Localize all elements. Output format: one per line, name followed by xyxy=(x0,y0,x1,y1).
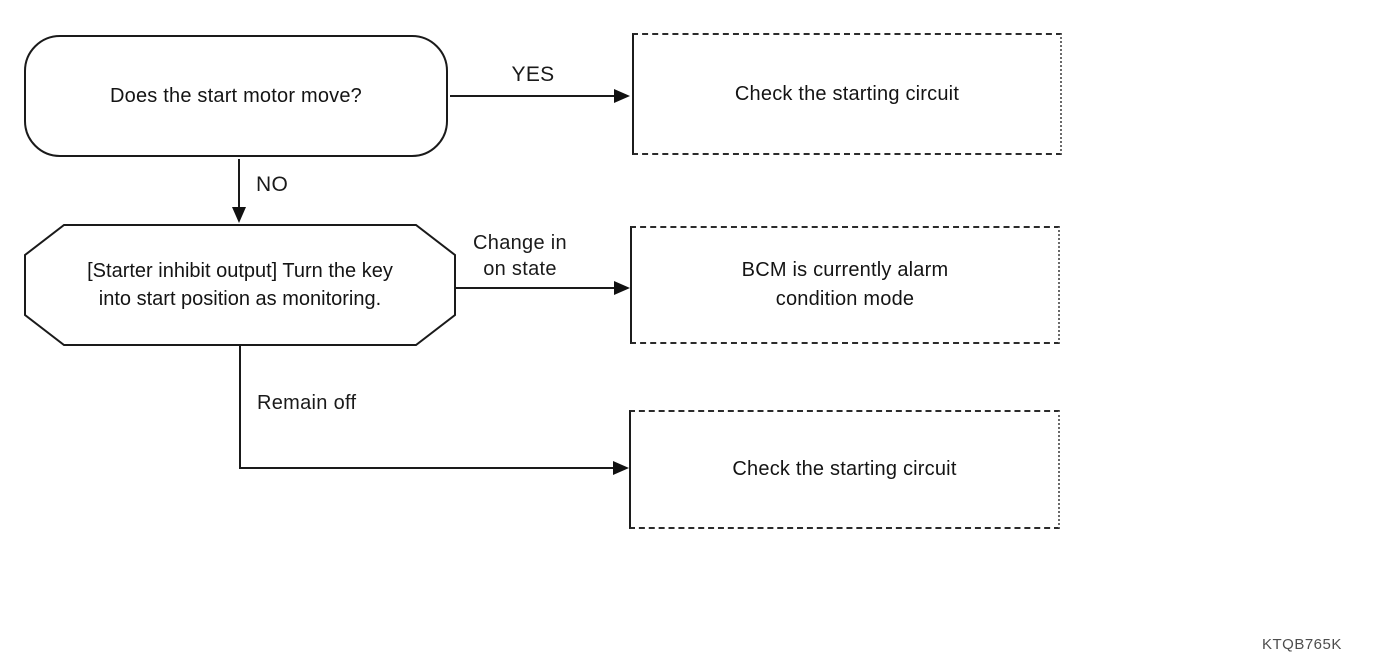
change-arrow-line xyxy=(456,287,616,289)
yes-arrow-line xyxy=(450,95,616,97)
change-edge-line1: Change in xyxy=(473,232,567,254)
remain-arrow-hline xyxy=(239,467,615,469)
monitor-node-text: [Starter inhibit output] Turn the key in… xyxy=(24,224,456,346)
yes-edge-label: YES xyxy=(511,63,555,86)
no-arrowhead-icon xyxy=(232,207,246,223)
remain-edge-label: Remain off xyxy=(257,392,357,414)
remain-arrow-vline xyxy=(239,346,241,469)
monitor-node: [Starter inhibit output] Turn the key in… xyxy=(24,224,456,346)
yes-arrowhead-icon xyxy=(614,89,630,103)
monitor-node-outline xyxy=(24,224,456,346)
result-box-bottom-label: Check the starting circuit xyxy=(732,458,957,480)
figure-code: KTQB765K xyxy=(1262,636,1342,653)
result-box-middle: BCM is currently alarm condition mode xyxy=(630,226,1060,344)
result-box-middle-line1: BCM is currently alarm xyxy=(741,259,949,281)
start-node-label: Does the start motor move? xyxy=(110,84,362,107)
no-edge-label: NO xyxy=(256,173,289,196)
change-edge-line2: on state xyxy=(483,258,557,280)
monitor-node-line1: [Starter inhibit output] Turn the key xyxy=(87,260,393,282)
result-box-bottom: Check the starting circuit xyxy=(629,410,1060,529)
remain-arrowhead-icon xyxy=(613,461,629,475)
change-arrowhead-icon xyxy=(614,281,630,295)
result-box-middle-line2: condition mode xyxy=(775,288,915,310)
result-box-top: Check the starting circuit xyxy=(632,33,1062,155)
no-arrow-line xyxy=(238,159,240,209)
start-node: Does the start motor move? xyxy=(24,35,448,157)
result-box-top-label: Check the starting circuit xyxy=(734,82,960,105)
monitor-node-line2: into start position as monitoring. xyxy=(98,288,382,310)
change-edge-label: Change in on state xyxy=(450,230,590,282)
